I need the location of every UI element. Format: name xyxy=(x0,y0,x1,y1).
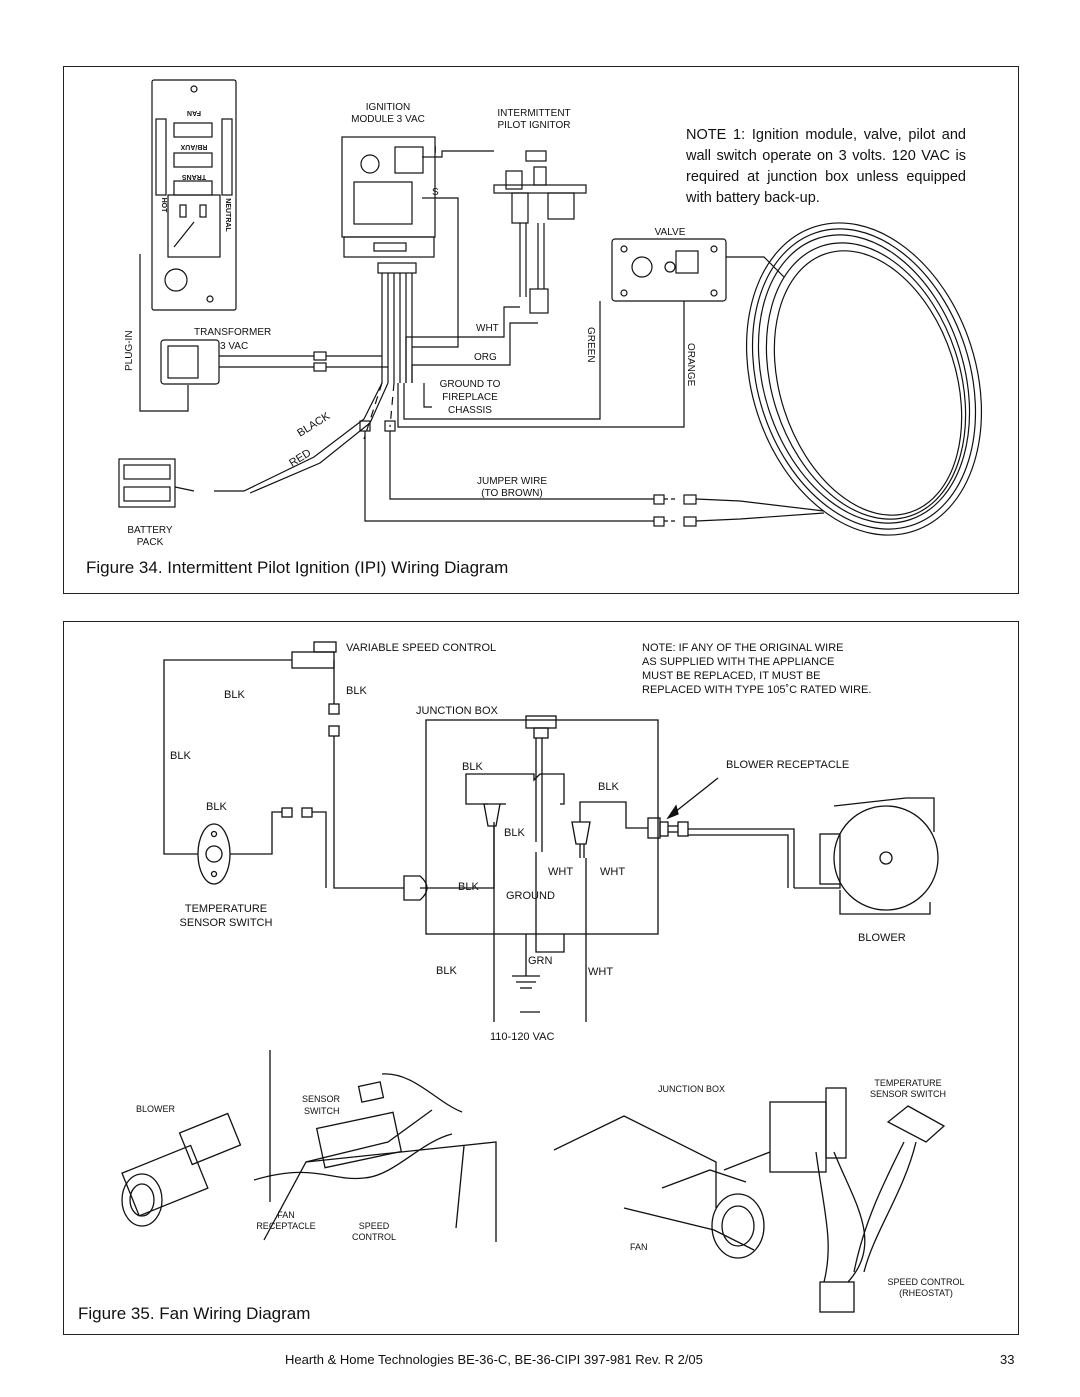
battery-pack-label-2: PACK xyxy=(137,537,164,548)
grn-label: GRN xyxy=(528,955,553,967)
transformer-body xyxy=(160,339,220,385)
left-speed-control-label-2: CONTROL xyxy=(352,1232,396,1242)
note-1: NOTE 1: Ignition module, valve, pilot an… xyxy=(686,127,966,206)
receptacle-neutral-label: NEUTRAL xyxy=(224,198,231,232)
left-sensor-switch-label: SENSOR xyxy=(302,1094,341,1104)
blk-label-6: BLK xyxy=(206,801,227,813)
valve-label: VALVE xyxy=(655,227,686,238)
figure-34-panel: IGNITION MODULE 3 VAC INTERMITTENT PILOT… xyxy=(63,66,1019,594)
gas-valve xyxy=(611,238,727,302)
blower xyxy=(819,797,939,915)
left-sensor-switch-label-2: SWITCH xyxy=(304,1106,340,1116)
ground-label: GROUND TO xyxy=(440,379,501,390)
junction-box xyxy=(425,719,659,935)
receptacle-panel xyxy=(151,79,237,311)
right-installation-illustration xyxy=(553,1087,946,1313)
temperature-sensor-switch xyxy=(197,823,231,885)
blk-label-9: BLK xyxy=(436,965,457,977)
footer-text: Hearth & Home Technologies BE-36-C, BE-3… xyxy=(285,1352,703,1367)
blk-label-1: BLK xyxy=(224,689,245,701)
pilot-ignitor-label-2: PILOT IGNITOR xyxy=(498,120,571,131)
page-number: 33 xyxy=(1000,1352,1015,1367)
figure-34-caption: Figure 34. Intermittent Pilot Ignition (… xyxy=(86,558,509,577)
left-installation-illustration xyxy=(121,1050,497,1242)
right-speed-control-label-2: (RHEOSTAT) xyxy=(899,1288,953,1298)
receptacle-fan-label: FAN xyxy=(187,109,201,116)
wht-label-1: WHT xyxy=(548,866,573,878)
battery-pack xyxy=(118,458,176,508)
wire-nut-black xyxy=(483,803,501,827)
fan-wiring-diagram: VARIABLE SPEED CONTROL NOTE: IF ANY OF T… xyxy=(121,641,965,1313)
variable-speed-control xyxy=(291,651,335,669)
temperature-sensor-label-2: SENSOR SWITCH xyxy=(180,917,273,929)
jumper-wire-label-2: (TO BROWN) xyxy=(481,488,542,499)
blower-receptacle-label: BLOWER RECEPTACLE xyxy=(726,759,849,771)
orange-wire-label: ORANGE xyxy=(685,343,696,387)
blk-label-3: BLK xyxy=(170,750,191,762)
wht-label-3: WHT xyxy=(588,966,613,978)
blk-label-5: BLK xyxy=(598,781,619,793)
receptacle-knockout xyxy=(164,268,188,292)
wire-nut-white xyxy=(571,821,591,845)
ipi-wiring-diagram: IGNITION MODULE 3 VAC INTERMITTENT PILOT… xyxy=(118,79,983,548)
right-speed-control-label: SPEED CONTROL xyxy=(887,1277,964,1287)
blk-label-8: BLK xyxy=(458,881,479,893)
black-wire-label: BLACK xyxy=(295,410,333,440)
ground-label-2: FIREPLACE xyxy=(442,392,498,403)
terminal-s-label: S xyxy=(432,187,439,198)
green-wire-label: GREEN xyxy=(585,327,596,363)
right-junction-box-label: JUNCTION BOX xyxy=(658,1084,725,1094)
pilot-ignitor-label: INTERMITTENT xyxy=(497,108,570,119)
temperature-sensor-label: TEMPERATURE xyxy=(185,903,267,915)
transformer-voltage-label: 3 VAC xyxy=(220,341,248,352)
wire-note-line-4: REPLACED WITH TYPE 105˚C RATED WIRE. xyxy=(642,684,871,696)
junction-box-label: JUNCTION BOX xyxy=(416,705,499,717)
wire-note-line-1: NOTE: IF ANY OF THE ORIGINAL WIRE xyxy=(642,642,844,654)
figure-35-caption: Figure 35. Fan Wiring Diagram xyxy=(78,1304,311,1323)
figure-35-panel: VARIABLE SPEED CONTROL NOTE: IF ANY OF T… xyxy=(63,621,1019,1335)
org-wire-label: ORG xyxy=(474,352,497,363)
battery-pack-label: BATTERY xyxy=(127,525,173,536)
receptacle-hot-label: HOT xyxy=(160,198,167,214)
left-speed-control-label: SPEED xyxy=(359,1221,390,1231)
plug-in-label: PLUG-IN xyxy=(124,330,135,371)
ground-label: GROUND xyxy=(506,890,555,902)
jumper-wire-label: JUMPER WIRE xyxy=(477,476,547,487)
left-fan-receptacle-label-2: RECEPTACLE xyxy=(256,1221,315,1231)
wire-note-line-3: MUST BE REPLACED, IT MUST BE xyxy=(642,670,821,682)
blk-label-4: BLK xyxy=(462,761,483,773)
blower-label: BLOWER xyxy=(858,932,906,944)
ignition-module xyxy=(341,136,436,238)
transformer-label: TRANSFORMER xyxy=(194,327,271,338)
supply-voltage-label: 110-120 VAC xyxy=(490,1031,554,1043)
variable-speed-control-label: VARIABLE SPEED CONTROL xyxy=(346,642,496,654)
blk-label-2: BLK xyxy=(346,685,367,697)
left-fan-receptacle-label: FAN xyxy=(277,1210,295,1220)
right-temperature-sensor-label: TEMPERATURE xyxy=(874,1078,941,1088)
terminal-i-label: I xyxy=(434,145,437,156)
red-wire-label: RED xyxy=(287,447,313,470)
ground-label-3: CHASSIS xyxy=(448,405,492,416)
blk-label-7: BLK xyxy=(504,827,525,839)
pilot-ignitor xyxy=(493,150,587,314)
wire-note-line-2: AS SUPPLIED WITH THE APPLIANCE xyxy=(642,656,834,668)
right-fan-label: FAN xyxy=(630,1242,648,1252)
left-blower-label: BLOWER xyxy=(136,1104,176,1114)
ignition-module-label-2: MODULE 3 VAC xyxy=(351,114,425,125)
ignition-module-label: IGNITION xyxy=(366,102,410,113)
wall-switch-wire-coil xyxy=(745,222,983,536)
right-temperature-sensor-label-2: SENSOR SWITCH xyxy=(870,1089,946,1099)
receptacle-trans-label: TRANS xyxy=(182,173,206,180)
wht-wire-label: WHT xyxy=(476,323,499,334)
wht-label-2: WHT xyxy=(600,866,625,878)
receptacle-aux-label: RB/AUX xyxy=(180,143,207,150)
